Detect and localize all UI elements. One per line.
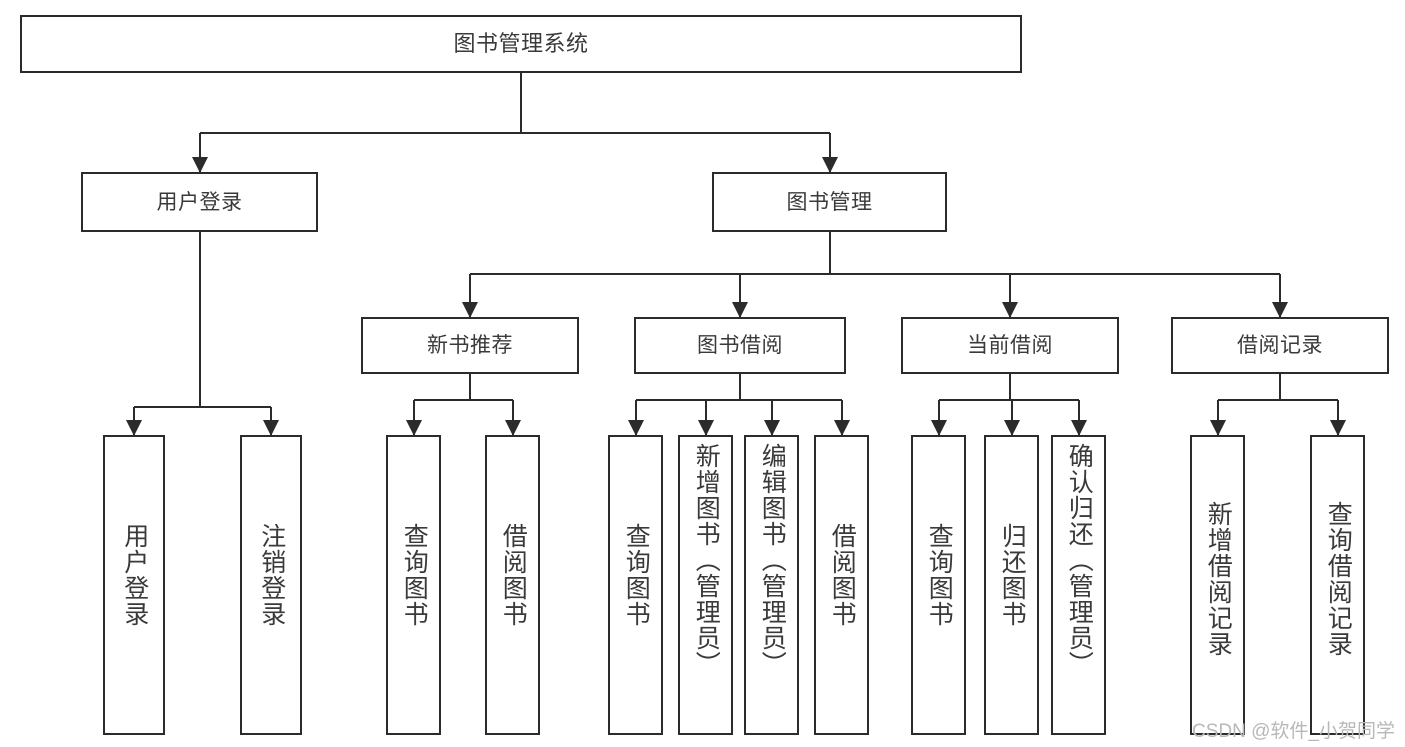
watermark-text: CSDN @软件_小贺同学 — [1192, 721, 1395, 742]
node-login[interactable]: 用户登录 — [81, 172, 318, 232]
arrowhead-l-queryrec — [1329, 420, 1346, 436]
edge-bus-borrow — [635, 399, 842, 401]
edge-stem-root — [520, 73, 522, 133]
node-label-records: 借阅记录 — [1237, 334, 1323, 357]
node-l-confirm[interactable]: 确认归还（管理员） — [1051, 435, 1106, 735]
edge-bus-root — [199, 132, 830, 134]
node-l-logout[interactable]: 注销登录 — [240, 435, 302, 735]
node-root[interactable]: 图书管理系统 — [20, 15, 1022, 73]
node-newbook[interactable]: 新书推荐 — [361, 317, 579, 374]
arrowhead-l-return — [1003, 420, 1020, 436]
node-l-borrow1[interactable]: 借阅图书 — [485, 435, 540, 735]
edge-drop-l-borrow2 — [840, 400, 843, 435]
arrowhead-l-query2 — [627, 420, 644, 436]
edge-drop-current — [1009, 274, 1011, 317]
arrowhead-l-addbook — [697, 420, 714, 436]
arrowhead-bookmgmt — [821, 157, 838, 173]
arrowhead-borrow — [732, 302, 748, 318]
arrowhead-records — [1272, 302, 1288, 318]
node-l-queryrec[interactable]: 查询借阅记录 — [1310, 435, 1365, 735]
node-label-l-confirm: 确认归还（管理员） — [1065, 443, 1094, 677]
arrowhead-login — [191, 157, 208, 173]
edge-bus-records — [1217, 399, 1338, 401]
node-l-query1[interactable]: 查询图书 — [386, 435, 441, 735]
edge-stem-records — [1279, 374, 1281, 400]
node-l-login[interactable]: 用户登录 — [103, 435, 165, 735]
edge-stem-bookmgmt — [828, 232, 831, 274]
node-label-l-addbook: 新增图书（管理员） — [692, 443, 721, 677]
edge-drop-login — [198, 133, 201, 172]
node-label-login: 用户登录 — [156, 190, 243, 214]
node-label-l-query2: 查询图书 — [622, 523, 651, 627]
node-l-borrow2[interactable]: 借阅图书 — [814, 435, 869, 735]
edge-drop-borrow — [739, 274, 741, 317]
node-label-l-query3: 查询图书 — [925, 523, 954, 627]
node-label-l-return: 归还图书 — [998, 523, 1027, 627]
node-label-l-logout: 注销登录 — [257, 523, 286, 627]
node-label-l-queryrec: 查询借阅记录 — [1324, 501, 1353, 657]
node-current[interactable]: 当前借阅 — [901, 317, 1119, 374]
edge-drop-bookmgmt — [828, 133, 831, 172]
node-label-root: 图书管理系统 — [453, 31, 589, 56]
edge-drop-l-query3 — [937, 400, 940, 435]
node-label-bookmgmt: 图书管理 — [786, 190, 873, 214]
edge-drop-l-confirm — [1077, 400, 1080, 435]
edge-drop-l-queryrec — [1336, 400, 1339, 435]
arrowhead-l-query1 — [405, 420, 422, 436]
edge-bus-bookmgmt — [470, 273, 1280, 275]
node-label-l-editbook: 编辑图书（管理员） — [758, 443, 787, 677]
node-label-l-query1: 查询图书 — [400, 523, 429, 627]
arrowhead-newbook — [462, 302, 478, 318]
edge-bus-newbook — [413, 399, 513, 401]
edge-stem-borrow — [739, 374, 741, 400]
edge-drop-l-query1 — [412, 400, 415, 435]
edge-drop-l-editbook — [770, 400, 773, 435]
arrowhead-l-login — [126, 420, 142, 436]
node-label-newbook: 新书推荐 — [427, 334, 513, 357]
arrowhead-l-logout — [263, 420, 279, 436]
node-label-l-borrow2: 借阅图书 — [828, 523, 857, 627]
node-label-l-addrec: 新增借阅记录 — [1204, 501, 1233, 657]
edge-bus-current — [938, 399, 1079, 401]
edge-drop-l-addrec — [1216, 400, 1219, 435]
arrowhead-l-confirm — [1070, 420, 1087, 436]
arrowhead-l-borrow1 — [504, 420, 521, 436]
node-l-editbook[interactable]: 编辑图书（管理员） — [744, 435, 799, 735]
node-l-return[interactable]: 归还图书 — [984, 435, 1039, 735]
edge-stem-login — [198, 232, 201, 407]
node-bookmgmt[interactable]: 图书管理 — [712, 172, 947, 232]
edge-bus-login — [134, 406, 271, 408]
arrowhead-l-query3 — [930, 420, 947, 436]
node-label-borrow: 图书借阅 — [697, 334, 783, 357]
edge-stem-newbook — [469, 374, 471, 400]
node-records[interactable]: 借阅记录 — [1171, 317, 1389, 374]
edge-drop-l-query2 — [634, 400, 637, 435]
node-label-l-borrow1: 借阅图书 — [499, 523, 528, 627]
node-l-addrec[interactable]: 新增借阅记录 — [1190, 435, 1245, 735]
edge-drop-records — [1279, 274, 1281, 317]
arrowhead-l-editbook — [763, 420, 780, 436]
node-label-current: 当前借阅 — [967, 334, 1053, 357]
node-l-query2[interactable]: 查询图书 — [608, 435, 663, 735]
node-borrow[interactable]: 图书借阅 — [634, 317, 846, 374]
edge-drop-l-borrow1 — [511, 400, 514, 435]
edge-stem-current — [1009, 374, 1011, 400]
node-l-query3[interactable]: 查询图书 — [911, 435, 966, 735]
arrowhead-current — [1002, 302, 1018, 318]
edge-drop-newbook — [469, 274, 471, 317]
node-label-l-login: 用户登录 — [120, 523, 149, 627]
node-l-addbook[interactable]: 新增图书（管理员） — [678, 435, 733, 735]
edge-drop-l-return — [1010, 400, 1013, 435]
arrowhead-l-borrow2 — [833, 420, 850, 436]
arrowhead-l-addrec — [1209, 420, 1226, 436]
edge-drop-l-addbook — [704, 400, 707, 435]
